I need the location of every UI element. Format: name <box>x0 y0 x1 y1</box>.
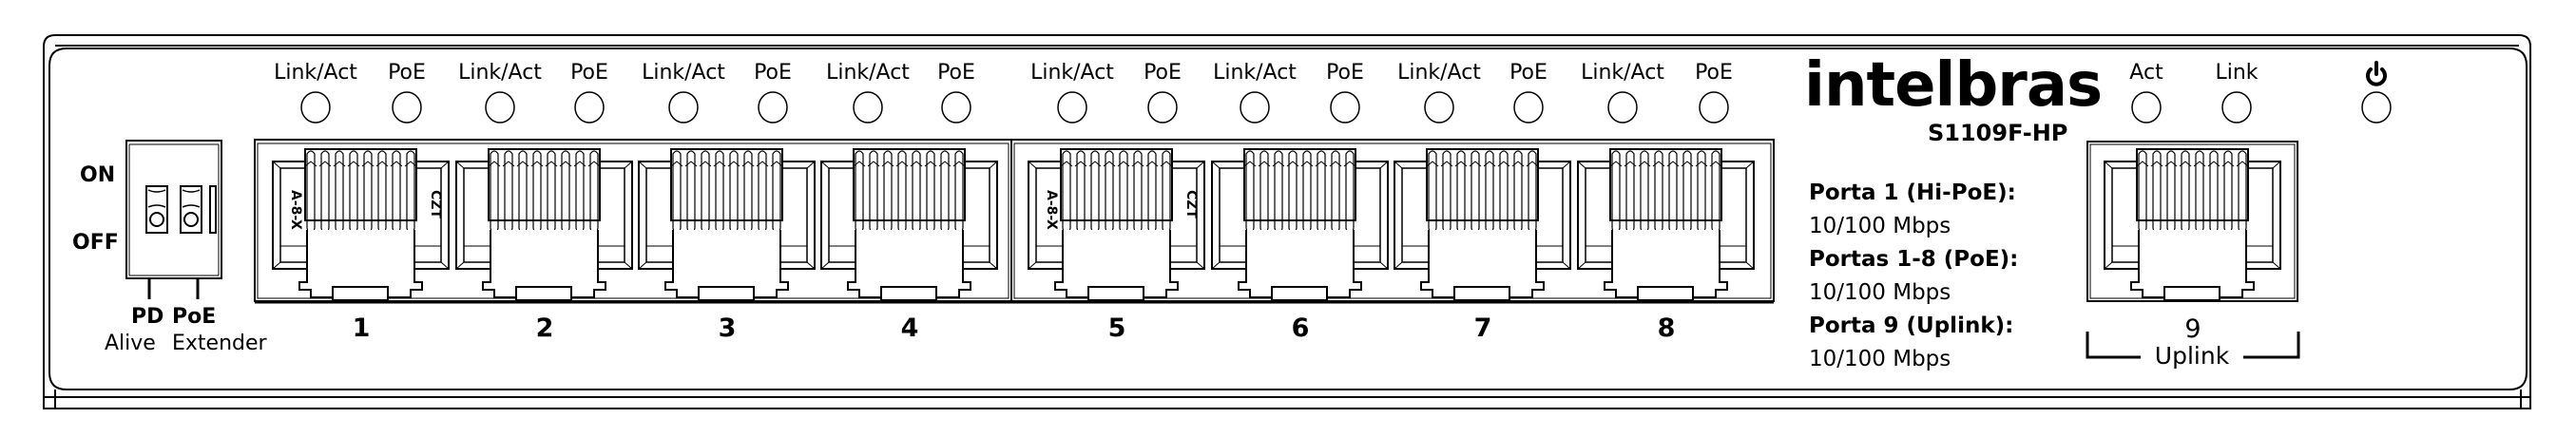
dip-switch-block <box>125 140 222 299</box>
led-label-port-1-poe: PoE <box>388 61 426 85</box>
dip-off-label: OFF <box>72 231 119 255</box>
chassis-outer <box>43 34 2531 409</box>
model-name: S1109F-HP <box>1928 120 2068 146</box>
brand-logo: intelbras <box>1804 50 2103 121</box>
dip-label-extender: Extender <box>172 332 267 355</box>
port-number-5: 5 <box>1107 314 1126 343</box>
rj45-port-7[interactable] <box>1394 148 1571 301</box>
front-bezel <box>48 48 2528 390</box>
led-label-port-4-poe: PoE <box>937 61 975 85</box>
dip-label-poe: PoE <box>172 305 217 329</box>
rj45-port-8[interactable] <box>1577 148 1755 301</box>
led-port-3-poe <box>758 91 788 124</box>
jack-mark-right: CZT <box>1183 190 1199 218</box>
led-uplink-act <box>2131 91 2162 124</box>
uplink-port-number: 9 <box>2184 314 2201 344</box>
jack-mark-right: CZT <box>428 190 443 218</box>
dip-on-label: ON <box>80 163 116 187</box>
spec-value: 10/100 Mbps <box>1809 280 1951 305</box>
led-port-6-link-act <box>1240 91 1270 124</box>
led-port-8-link-act <box>1607 91 1638 124</box>
led-port-3-link-act <box>668 91 699 124</box>
led-port-7-link-act <box>1424 91 1454 124</box>
led-label-port-8-poe: PoE <box>1695 61 1733 85</box>
dip-switch-pd-alive <box>145 185 168 234</box>
led-label-port-3-poe: PoE <box>754 61 792 85</box>
led-label-port-5-poe: PoE <box>1144 61 1182 85</box>
rj45-port-3[interactable] <box>638 148 816 301</box>
rj45-port-5[interactable]: A-8-X CZT <box>1028 148 1205 301</box>
led-port-1-poe <box>392 91 422 124</box>
led-port-7-poe <box>1513 91 1544 124</box>
led-uplink-link <box>2221 91 2252 124</box>
uplink-bracket <box>2086 332 2300 359</box>
led-label-port-2-link-act: Link/Act <box>458 61 542 85</box>
rj45-port-uplink[interactable] <box>2104 148 2281 301</box>
led-label-port-6-link-act: Link/Act <box>1213 61 1297 85</box>
led-label-port-8-link-act: Link/Act <box>1581 61 1664 85</box>
led-label-port-5-link-act: Link/Act <box>1030 61 1114 85</box>
rj45-port-6[interactable] <box>1211 148 1389 301</box>
dip-switch-poe-extender <box>180 185 202 234</box>
port-number-6: 6 <box>1291 314 1310 343</box>
led-label-port-7-link-act: Link/Act <box>1397 61 1481 85</box>
led-port-1-link-act <box>300 91 331 124</box>
spec-title: Portas 1-8 (PoE): <box>1809 247 2019 272</box>
led-power <box>2361 91 2392 124</box>
led-port-2-link-act <box>485 91 515 124</box>
led-label-port-3-link-act: Link/Act <box>642 61 725 85</box>
port-number-8: 8 <box>1657 314 1676 343</box>
led-port-4-poe <box>941 91 971 124</box>
dip-label-pd: PD <box>131 305 164 329</box>
led-label-port-6-poe: PoE <box>1326 61 1364 85</box>
led-port-6-poe <box>1330 91 1360 124</box>
led-label-port-4-link-act: Link/Act <box>826 61 910 85</box>
port-number-7: 7 <box>1473 314 1492 343</box>
port-number-4: 4 <box>900 314 919 343</box>
rj45-port-4[interactable] <box>820 148 998 301</box>
port-number-1: 1 <box>352 314 371 343</box>
uplink-link-label: Link <box>2215 61 2259 85</box>
uplink-act-label: Act <box>2129 61 2163 85</box>
led-label-port-2-poe: PoE <box>570 61 608 85</box>
led-port-8-poe <box>1699 91 1729 124</box>
jack-mark-left: A-8-X <box>288 190 303 230</box>
power-icon <box>2366 61 2387 86</box>
port-number-2: 2 <box>535 314 554 343</box>
led-label-port-1-link-act: Link/Act <box>274 61 357 85</box>
rj45-port-1[interactable]: A-8-X CZT <box>272 148 450 301</box>
led-port-2-poe <box>574 91 605 124</box>
led-port-5-link-act <box>1057 91 1087 124</box>
spec-title: Porta 9 (Uplink): <box>1809 314 2014 338</box>
spec-title: Porta 1 (Hi-PoE): <box>1809 180 2016 205</box>
jack-mark-left: A-8-X <box>1044 190 1059 230</box>
led-port-5-poe <box>1147 91 1178 124</box>
spec-value: 10/100 Mbps <box>1809 214 1951 238</box>
led-label-port-7-poe: PoE <box>1509 61 1548 85</box>
led-port-4-link-act <box>853 91 883 124</box>
uplink-label: Uplink <box>2154 342 2230 370</box>
spec-value: 10/100 Mbps <box>1809 347 1951 371</box>
rj45-port-2[interactable] <box>455 148 633 301</box>
port-number-3: 3 <box>718 314 737 343</box>
dip-label-alive: Alive <box>105 332 156 355</box>
